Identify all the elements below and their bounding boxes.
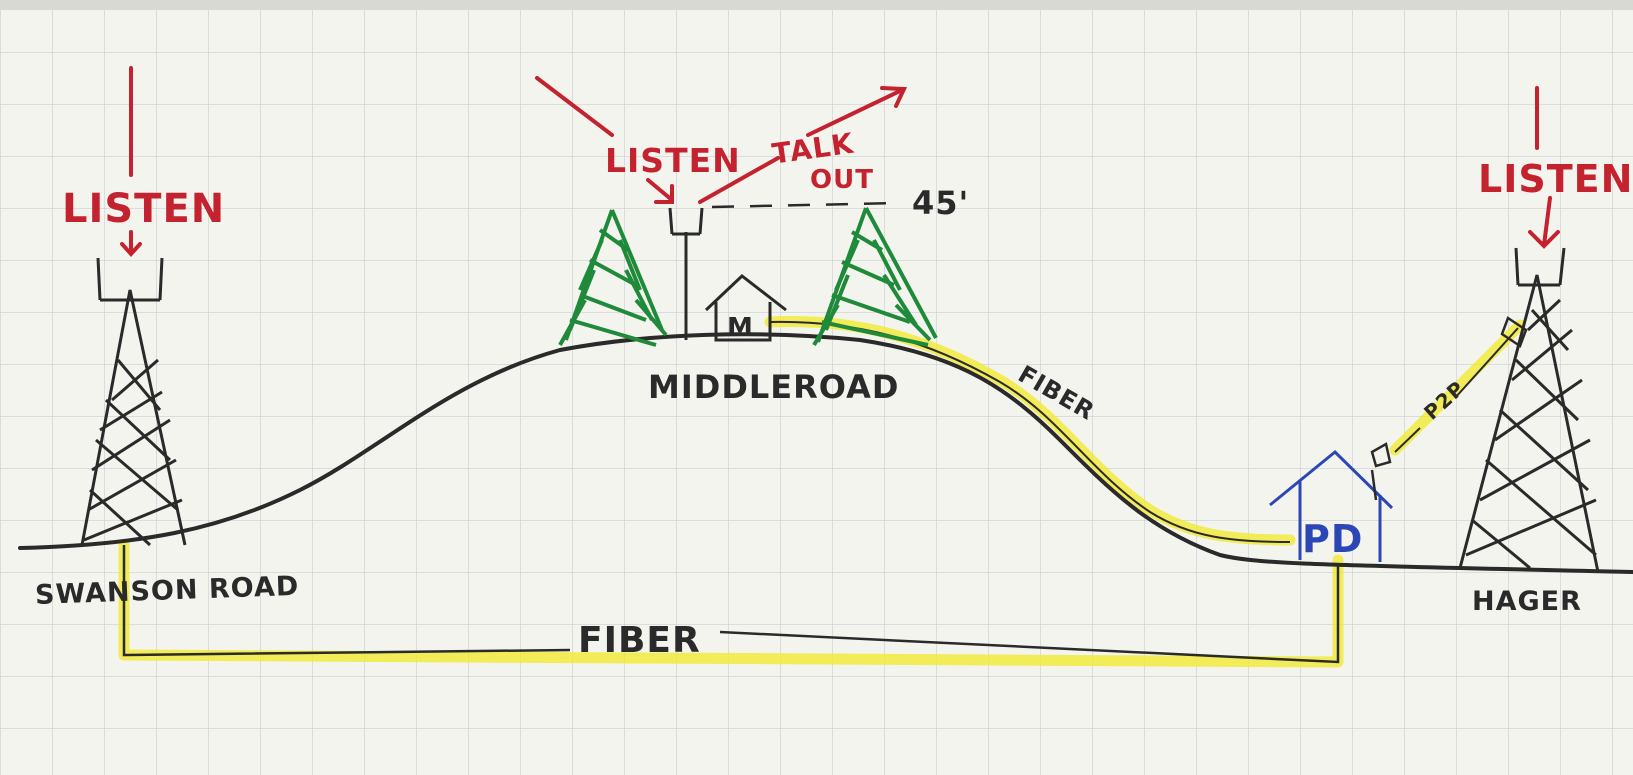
talk-out-arrow [698, 86, 908, 204]
height-dashed-line [711, 201, 901, 209]
listen-arrow-middle [535, 76, 674, 204]
fiber-route-hill-highlight [764, 316, 1296, 546]
middle-road-label: MIDDLEROAD [648, 368, 899, 406]
building-m [704, 274, 787, 342]
fiber-route-bottom-line [122, 545, 1340, 664]
fiber-label-bottom: FIBER [578, 620, 701, 661]
building-pd-label: PD [1302, 517, 1363, 561]
building-m-label: M [727, 313, 754, 343]
building-pd [1269, 449, 1394, 562]
terrain-hill [18, 332, 1633, 574]
height-label: 45' [912, 184, 969, 222]
listen-arrow-right [1528, 86, 1560, 249]
p2p-link-highlight [1389, 319, 1526, 456]
listen-label-middle: LISTEN [605, 141, 741, 180]
tower-swanson-road [80, 257, 187, 547]
dish-icon [1370, 442, 1392, 501]
p2p-link-line [1394, 327, 1519, 453]
listen-label-left: LISTEN [62, 186, 225, 232]
mast-middle-road [668, 207, 704, 340]
tower-hager [1458, 247, 1600, 573]
out-label: OUT [810, 165, 874, 195]
tree-left [558, 209, 668, 347]
listen-label-right: LISTEN [1478, 157, 1633, 201]
hager-label: HAGER [1472, 586, 1582, 617]
page-top-shadow [0, 0, 1633, 10]
tree-right [812, 207, 938, 347]
listen-arrow-left [120, 66, 142, 257]
